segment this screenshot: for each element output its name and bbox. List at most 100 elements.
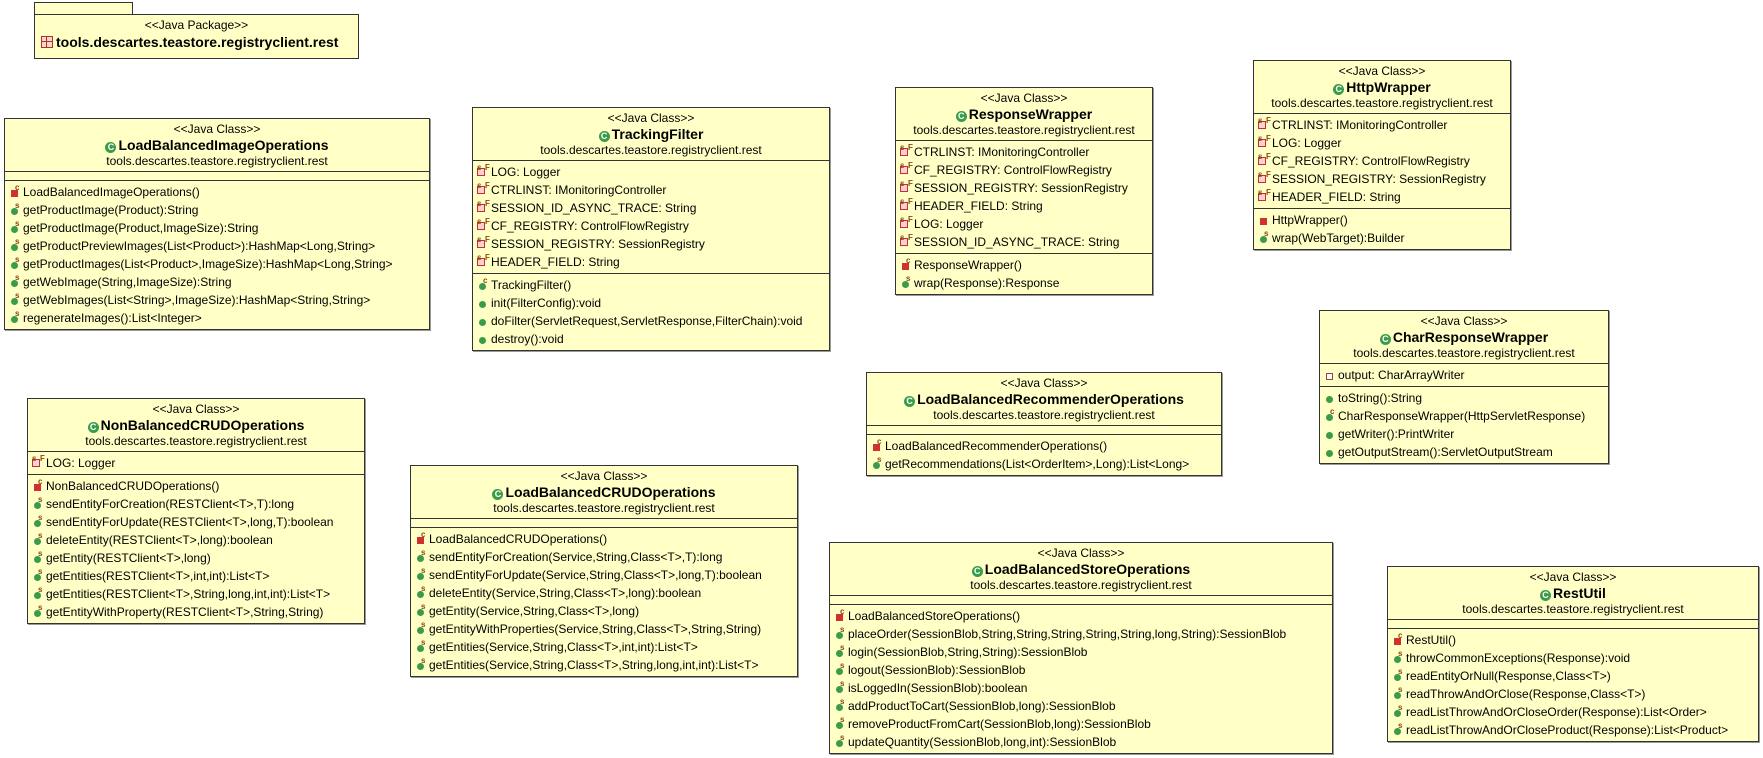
class-icon: C <box>492 489 504 500</box>
static-method-icon: s <box>871 455 885 473</box>
package-box[interactable]: <<Java Package>> tools.descartes.teastor… <box>34 14 359 59</box>
method-row[interactable]: getOutputStream():ServletOutputStream <box>1324 443 1608 461</box>
method-row[interactable]: toString():String <box>1324 389 1608 407</box>
method-row[interactable]: getWriter():PrintWriter <box>1324 425 1608 443</box>
class-stereotype: <<Java Class>> <box>1338 64 1426 78</box>
method-text: TrackingFilter() <box>491 278 572 292</box>
field-row[interactable]: output: CharArrayWriter <box>1324 366 1608 384</box>
constructor-icon: c <box>1392 631 1406 649</box>
method-text: destroy():void <box>491 332 564 346</box>
method-text: getWriter():PrintWriter <box>1338 427 1455 441</box>
method-row[interactable]: HttpWrapper() <box>1258 211 1510 229</box>
constructor-icon: c <box>32 477 46 495</box>
method-text: readListThrowAndOrCloseOrder(Response):L… <box>1406 705 1707 719</box>
method-row[interactable]: init(FilterConfig):void <box>477 294 829 312</box>
method-row[interactable]: destroy():void <box>477 330 829 348</box>
method-row[interactable]: doFilter(ServletRequest,ServletResponse,… <box>477 312 829 330</box>
method-text: LoadBalancedCRUDOperations() <box>429 532 608 546</box>
fields-compartment <box>411 519 797 528</box>
public-method-icon <box>477 294 491 312</box>
static-method-icon: s <box>1392 721 1406 739</box>
class-icon: C <box>105 142 117 153</box>
class-name: HttpWrapper <box>1346 79 1431 95</box>
